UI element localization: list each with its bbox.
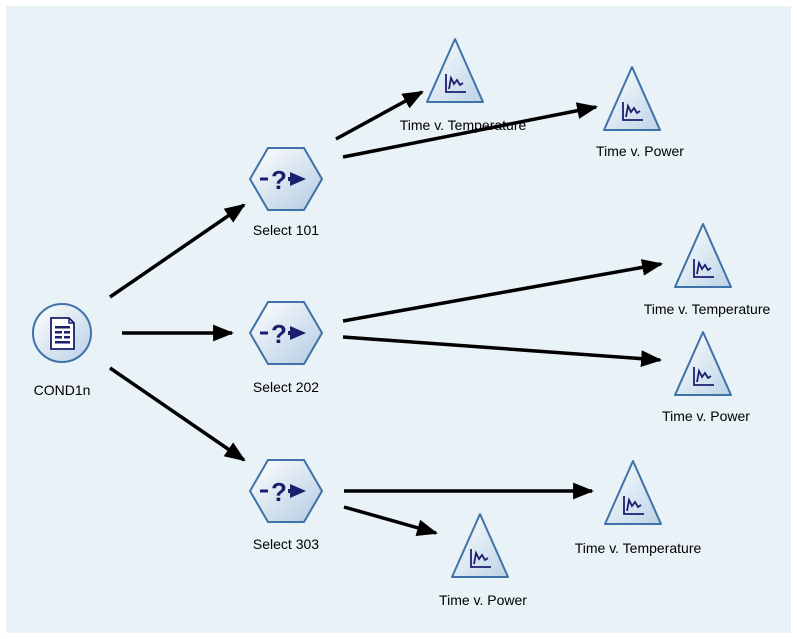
plot-node-3a[interactable] <box>604 460 662 525</box>
select-node-101[interactable]: ? <box>248 147 324 211</box>
select-node-202-label: Select 202 <box>252 379 320 395</box>
document-icon <box>50 317 75 350</box>
edge-select202-plot2a[interactable] <box>342 259 664 323</box>
connections <box>109 90 664 536</box>
edge-select101-plot1a[interactable] <box>335 90 424 141</box>
plot-chart-icon <box>693 259 714 278</box>
edge-source-select101[interactable] <box>109 203 246 299</box>
plot-node-2b[interactable] <box>674 331 732 396</box>
edge-select101-plot1b[interactable] <box>342 102 599 159</box>
select-question-arrow-icon: ? <box>260 319 306 349</box>
plot-node-1a-label: Time v. Temperature <box>399 117 527 133</box>
select-question-arrow-icon: ? <box>260 165 306 195</box>
plot-chart-icon <box>470 549 491 568</box>
select-node-202[interactable]: ? <box>248 301 324 365</box>
svg-text:?: ? <box>271 165 287 195</box>
plot-node-1a[interactable] <box>426 38 484 103</box>
plot-node-2b-label: Time v. Power <box>662 408 750 424</box>
plot-node-3b-label: Time v. Power <box>439 592 527 608</box>
source-node[interactable] <box>32 303 92 363</box>
edge-source-select303[interactable] <box>109 366 246 462</box>
plot-node-2a[interactable] <box>674 223 732 288</box>
svg-text:?: ? <box>271 319 287 349</box>
plot-chart-icon <box>445 74 466 93</box>
plot-node-1b-label: Time v. Power <box>596 143 684 159</box>
plot-node-3b[interactable] <box>451 513 509 578</box>
plot-node-1b[interactable] <box>603 66 661 131</box>
svg-text:?: ? <box>271 477 287 507</box>
select-node-303-label: Select 303 <box>252 536 320 552</box>
select-node-303[interactable]: ? <box>248 459 324 523</box>
edge-select303-plot3b[interactable] <box>343 505 439 536</box>
source-node-label: COND1n <box>33 382 91 398</box>
edge-select202-plot2b[interactable] <box>342 335 663 368</box>
plot-node-3a-label: Time v. Temperature <box>574 540 702 556</box>
plot-chart-icon <box>623 496 644 515</box>
plot-chart-icon <box>693 367 714 386</box>
stream-diagram: ? ? ? <box>32 38 732 578</box>
select-node-101-label: Select 101 <box>252 222 320 238</box>
plot-node-2a-label: Time v. Temperature <box>643 301 771 317</box>
plot-chart-icon <box>622 102 643 121</box>
stream-canvas[interactable]: ? ? ? <box>6 6 791 633</box>
select-question-arrow-icon: ? <box>260 477 306 507</box>
